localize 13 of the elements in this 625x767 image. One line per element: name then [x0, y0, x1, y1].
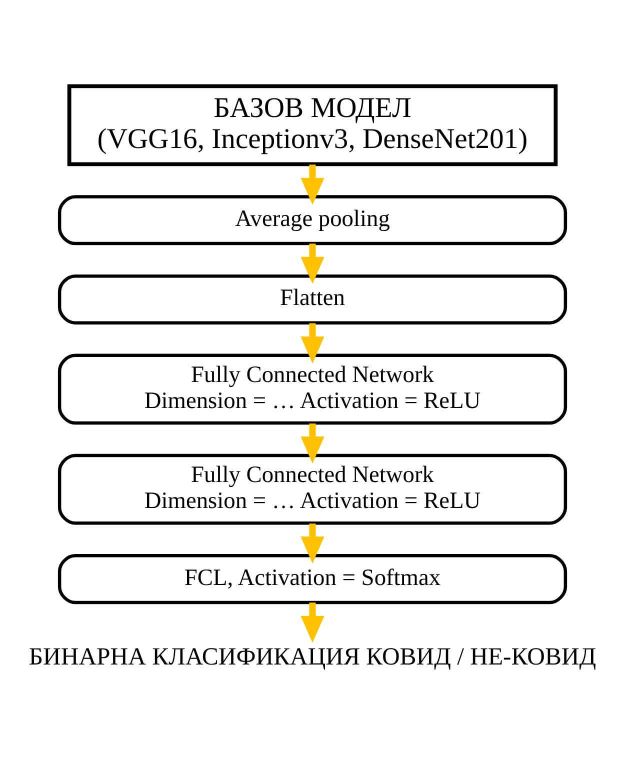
arrow: [300, 322, 324, 363]
arrow: [300, 523, 324, 563]
arrow: [300, 243, 324, 284]
node-box: Fully Connected Network Dimension = … Activation = ReLU: [58, 353, 568, 424]
node-box: Flatten: [58, 274, 568, 324]
arrow: [300, 164, 324, 204]
node-box: Average pooling: [58, 194, 568, 245]
arrow: [300, 423, 324, 463]
node-box: БАЗОВ МОДЕЛ (VGG16, Inceptionv3, DenseNet201): [67, 84, 558, 166]
arrow: [300, 602, 324, 642]
node-box: Fully Connected Network Dimension = … Activation = ReLU: [58, 453, 568, 524]
node-text: БИНАРНА КЛАСИФИКАЦИЯ КОВИД / НЕ-КОВИД: [28, 643, 596, 670]
node-box: FCL, Activation = Softmax: [58, 554, 568, 604]
